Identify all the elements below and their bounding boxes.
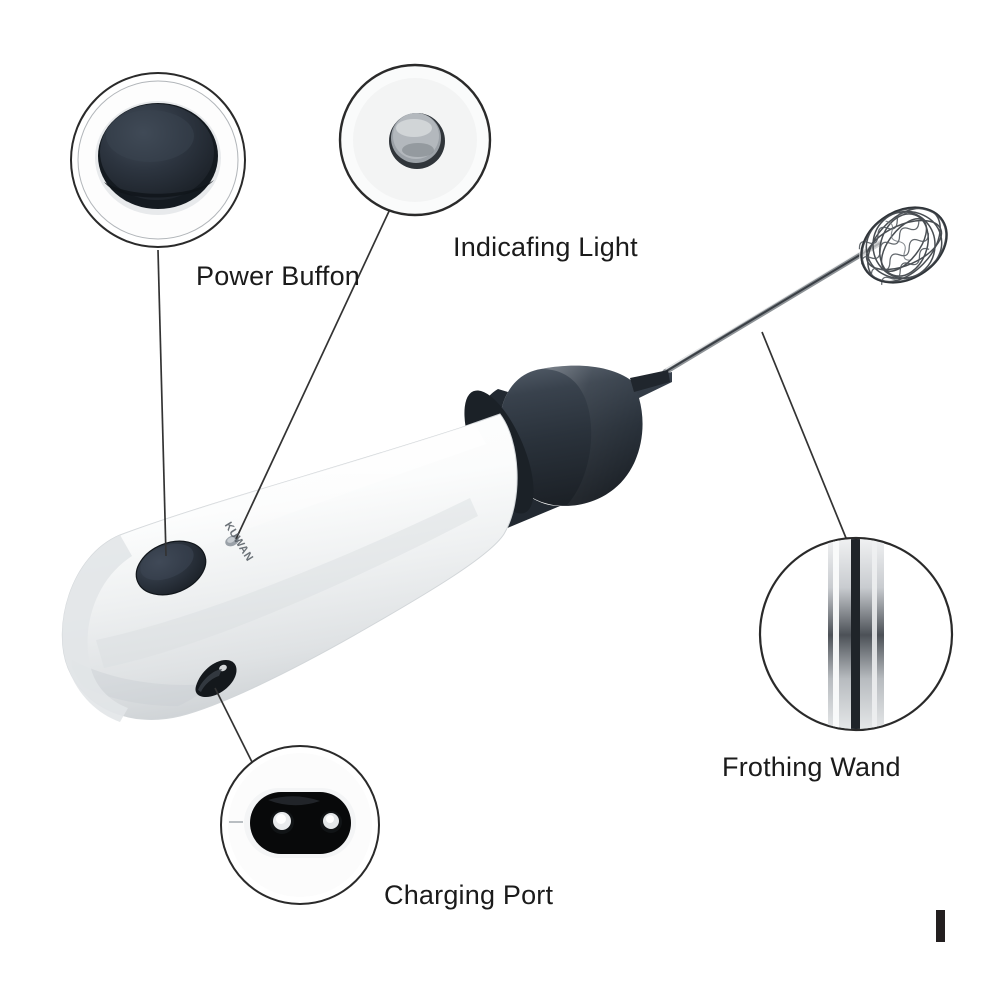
leader-power-button (157, 249, 167, 557)
leader-indicating-light (235, 206, 392, 540)
callout-label-charging-port: Charging Port (384, 880, 554, 910)
callout-label-power-button: Power Buffon (196, 261, 361, 291)
callout-label-frothing-wand: Frothing Wand (722, 752, 901, 782)
whisk-head (858, 205, 949, 285)
leader-lines (157, 206, 847, 765)
leader-frothing-wand (761, 331, 847, 539)
detail-circle-charging-port (220, 745, 380, 905)
detail-circle-indicating-light (338, 63, 492, 217)
charging-port (195, 660, 237, 697)
detail-circle-power-button (70, 72, 246, 248)
detail-circle-frothing-wand (758, 536, 954, 732)
leader-charging-port (214, 687, 254, 765)
power-button[interactable] (128, 531, 213, 604)
callout-label-indicating-light: Indicafing Light (453, 232, 638, 262)
frother-handle-body (61, 413, 518, 722)
corner-mark (936, 910, 945, 942)
frothing-wand-shaft (662, 239, 883, 375)
